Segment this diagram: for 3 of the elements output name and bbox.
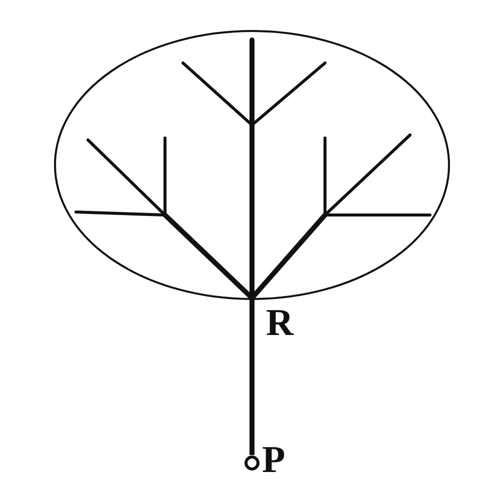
point-label: R: [266, 302, 294, 344]
stem-line: [250, 344, 254, 455]
point-label: P: [262, 441, 286, 479]
